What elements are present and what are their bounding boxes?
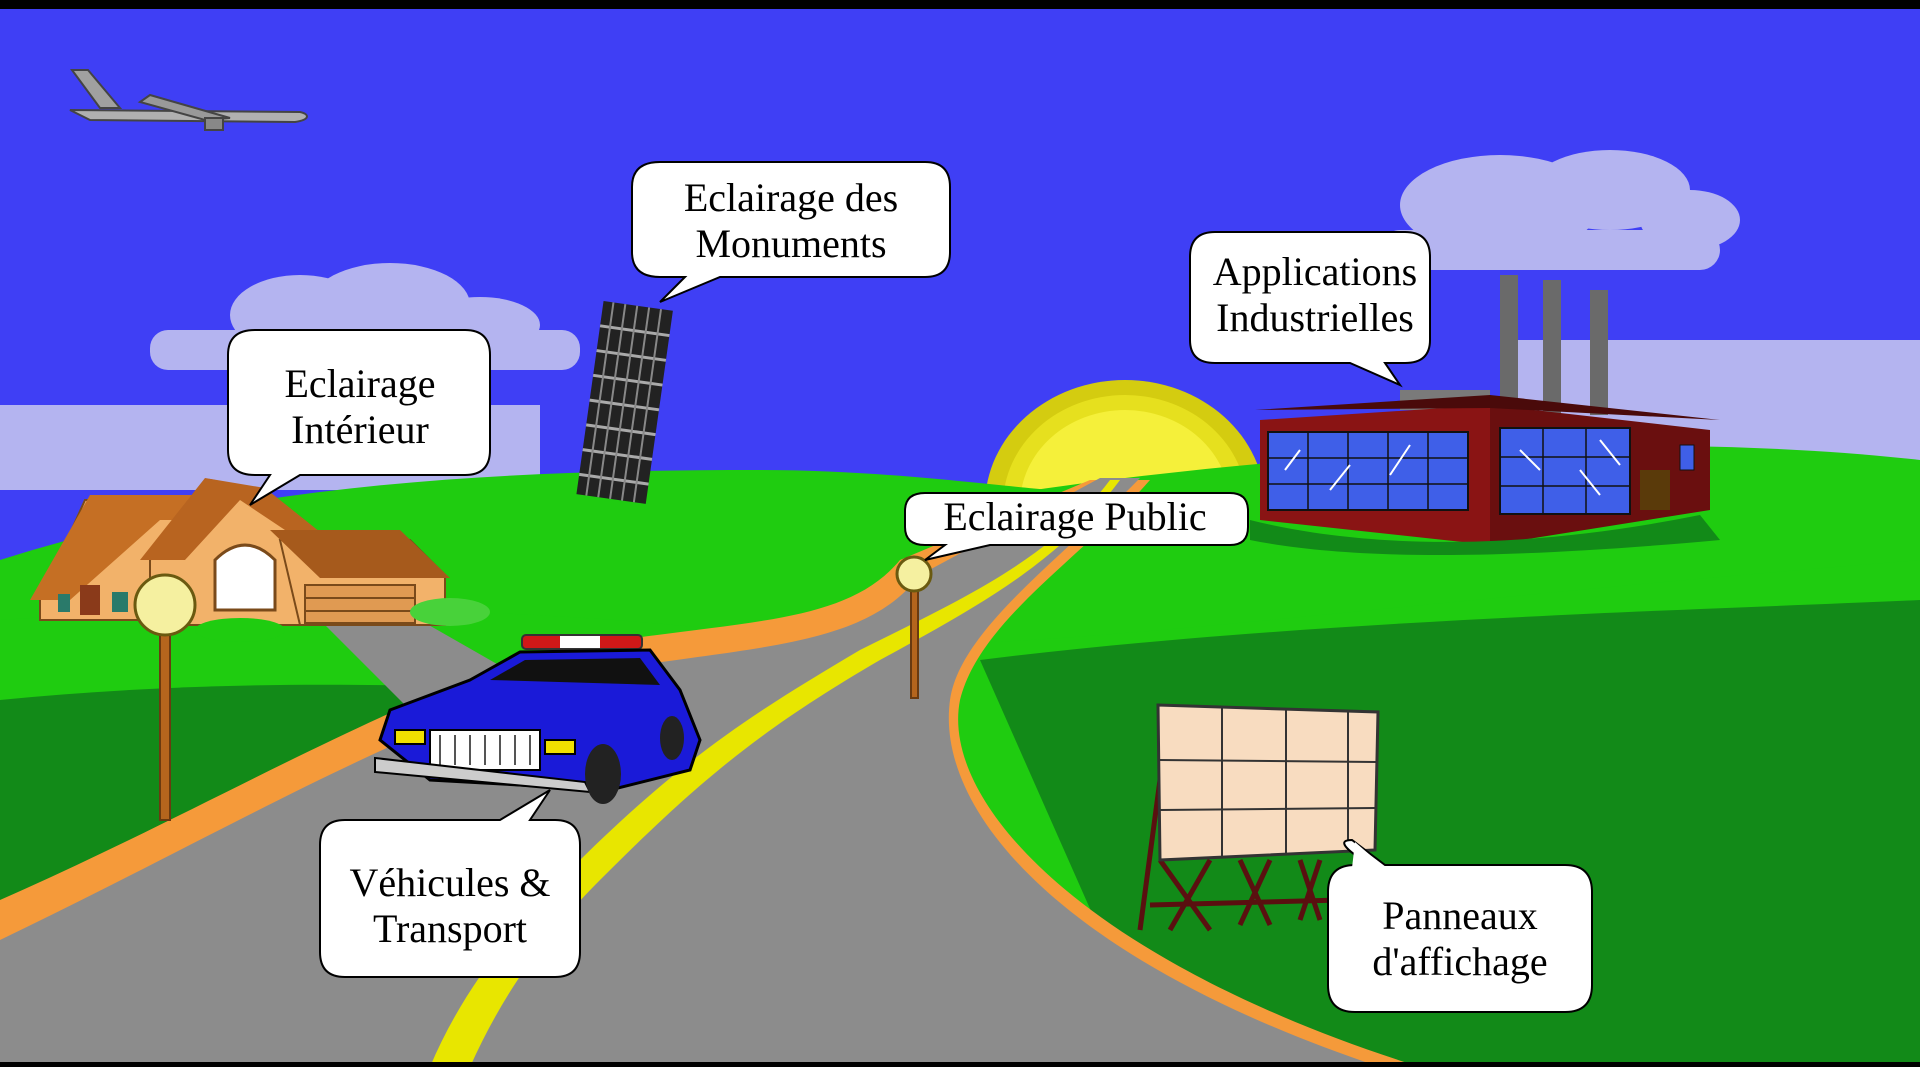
callout-monuments-line1: Eclairage des bbox=[684, 175, 898, 220]
callout-industrial-line2: Industrielles bbox=[1216, 295, 1414, 340]
callout-interior-line1: Eclairage bbox=[285, 361, 436, 406]
street-lamp-icon bbox=[133, 573, 197, 821]
top-border bbox=[0, 0, 1920, 9]
airplane-icon bbox=[69, 69, 308, 131]
callout-vehicles-line1: Véhicules & bbox=[349, 860, 550, 905]
callout-monument-lighting: Eclairage des Monuments bbox=[631, 161, 951, 303]
bottom-border bbox=[0, 1062, 1920, 1067]
callout-interior-line2: Intérieur bbox=[291, 407, 429, 452]
callout-public-line1: Eclairage Public bbox=[943, 494, 1206, 539]
factory-icon bbox=[1250, 275, 1720, 555]
callout-interior-lighting: Eclairage Intérieur bbox=[227, 329, 491, 506]
callout-billboards: Panneaux d'affichage bbox=[1327, 838, 1593, 1013]
callout-billboards-line1: Panneaux bbox=[1382, 893, 1538, 938]
callout-billboards-line2: d'affichage bbox=[1372, 939, 1547, 984]
callout-monuments-line2: Monuments bbox=[695, 221, 886, 266]
callout-public-lighting: Eclairage Public bbox=[904, 492, 1249, 561]
callout-industrial-applications: Applications Industrielles bbox=[1189, 231, 1431, 388]
callout-vehicles-transport: Véhicules & Transport bbox=[319, 789, 581, 978]
billboard-icon bbox=[1137, 703, 1380, 932]
callout-industrial-line1: Applications bbox=[1213, 249, 1417, 294]
center-line bbox=[430, 480, 1120, 1067]
police-car-icon bbox=[374, 634, 702, 804]
leaning-tower-icon bbox=[576, 301, 673, 504]
street-lamp-icon bbox=[895, 555, 933, 699]
callout-vehicles-line2: Transport bbox=[373, 906, 527, 951]
